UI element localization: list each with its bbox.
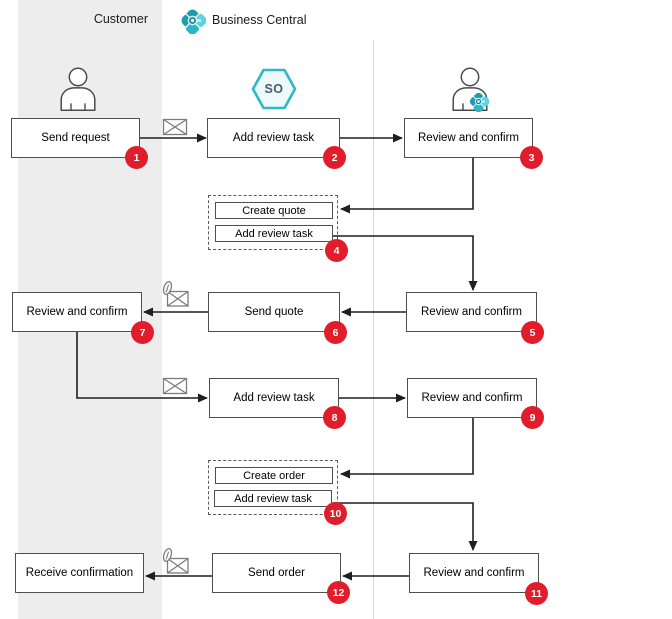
business-central-logo-icon — [179, 7, 206, 34]
node-add-review-task-order: Add review task — [214, 490, 332, 507]
email-attachment-icon-quote — [162, 280, 189, 307]
connector-9-10 — [340, 418, 474, 479]
connector-7-8 — [76, 332, 208, 403]
node-label: Send order — [248, 567, 305, 579]
lane-divider-line — [373, 40, 374, 619]
group-create-quote — [208, 195, 338, 250]
step-badge-9: 9 — [521, 406, 544, 429]
node-label: Review and confirm — [418, 132, 519, 144]
node-label: Send request — [41, 132, 110, 144]
node-review-and-confirm-3: Review and confirm — [407, 378, 537, 418]
step-badge-4: 4 — [325, 239, 348, 262]
node-add-review-task-quote: Add review task — [215, 225, 333, 242]
node-label: Create order — [243, 469, 305, 482]
node-send-quote: Send quote — [208, 292, 340, 332]
email-icon-request — [162, 118, 188, 136]
step-badge-7: 7 — [131, 321, 154, 344]
step-badge-1: 1 — [125, 146, 148, 169]
node-label: Receive confirmation — [25, 567, 134, 579]
node-add-review-task-2: Add review task — [209, 378, 339, 418]
node-label: Add review task — [232, 132, 315, 144]
group-create-order — [208, 460, 338, 515]
node-label: Add review task — [234, 492, 312, 505]
node-add-review-task-1: Add review task — [207, 118, 340, 158]
node-create-order: Create order — [215, 467, 333, 484]
node-label: Review and confirm — [421, 392, 523, 404]
node-review-and-confirm-customer: Review and confirm — [12, 292, 142, 332]
connector-10-11 — [333, 502, 478, 551]
node-label: Create quote — [242, 204, 306, 217]
bc-user-badge-icon — [468, 91, 489, 112]
step-badge-8: 8 — [323, 406, 346, 429]
node-review-and-confirm-1: Review and confirm — [404, 118, 533, 158]
node-create-quote: Create quote — [215, 202, 333, 219]
connector-4-5 — [333, 235, 478, 291]
email-icon-review — [162, 377, 188, 395]
step-badge-6: 6 — [324, 321, 347, 344]
step-badge-5: 5 — [521, 321, 544, 344]
node-send-request: Send request — [11, 118, 140, 158]
step-badge-12: 12 — [327, 581, 350, 604]
step-badge-11: 11 — [525, 582, 548, 605]
node-review-and-confirm-4: Review and confirm — [409, 553, 539, 593]
node-label: Review and confirm — [421, 306, 522, 318]
node-label: Review and confirm — [26, 306, 128, 318]
node-label: Review and confirm — [423, 567, 525, 579]
business-central-lane-label: Business Central — [212, 13, 307, 27]
so-label: SO — [264, 82, 284, 96]
node-review-and-confirm-2: Review and confirm — [406, 292, 537, 332]
step-badge-3: 3 — [520, 146, 543, 169]
node-label: Add review task — [235, 227, 313, 240]
customer-lane-label: Customer — [93, 12, 148, 26]
step-badge-2: 2 — [323, 146, 346, 169]
so-hexagon-icon — [251, 68, 297, 110]
node-send-order: Send order — [212, 553, 341, 593]
email-attachment-icon-order — [162, 547, 189, 574]
node-receive-confirmation: Receive confirmation — [15, 553, 144, 593]
step-badge-10: 10 — [324, 502, 347, 525]
connector-3-4 — [340, 158, 474, 214]
node-label: Send quote — [244, 306, 304, 318]
node-label: Add review task — [233, 392, 315, 404]
customer-person-icon — [59, 67, 97, 111]
